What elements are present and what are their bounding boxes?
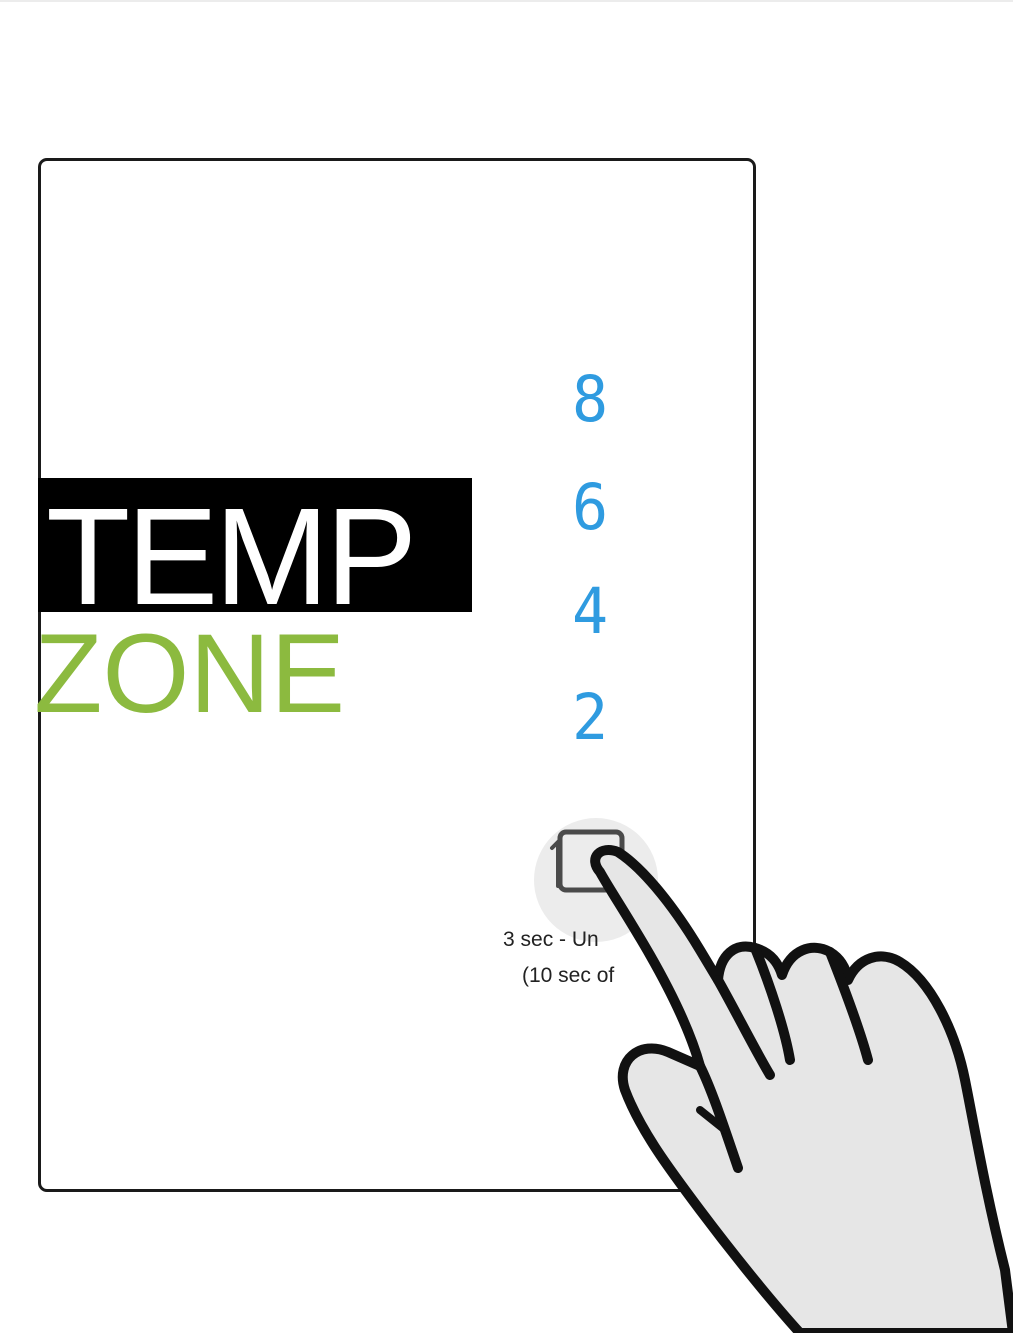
thermostat-diagram: TEMP ZONE 8 6 4 2 3 sec - Un (10 sec of <box>0 0 1013 1333</box>
pointing-hand-icon <box>0 0 1013 1333</box>
